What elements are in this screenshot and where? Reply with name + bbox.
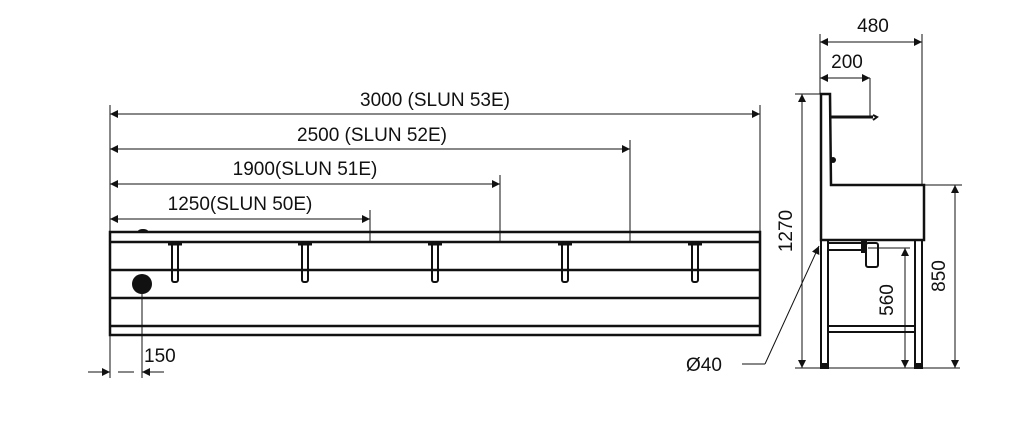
- drain-icon: [132, 274, 152, 294]
- tap: [558, 241, 572, 283]
- dim-3000-label: 3000 (SLUN 53E): [360, 90, 510, 111]
- dim-2500-label: 2500 (SLUN 52E): [297, 125, 447, 146]
- trough-body: [108, 229, 762, 337]
- dim-480-label: 480: [857, 16, 889, 37]
- front-view: 3000 (SLUN 53E) 2500 (SLUN 52E) 1900(SLU…: [88, 90, 762, 378]
- tap: [168, 241, 182, 283]
- side-dimension-lines: [742, 34, 962, 369]
- side-view: 480 200 1270 850 560 Ø40: [686, 16, 962, 376]
- dimension-lines: [88, 105, 761, 378]
- dim-850-label: 850: [929, 260, 950, 292]
- tap: [688, 241, 702, 283]
- dim-diameter-40-label: Ø40: [686, 355, 722, 376]
- dim-200-label: 200: [831, 52, 863, 73]
- tap: [298, 241, 312, 283]
- dim-1270-label: 1270: [776, 210, 797, 252]
- side-body: [819, 92, 926, 369]
- trap-icon: [865, 242, 879, 268]
- dim-1900-label: 1900(SLUN 51E): [233, 159, 378, 180]
- taps: [168, 241, 702, 283]
- dim-560-label: 560: [877, 284, 898, 316]
- dim-150-label: 150: [144, 346, 176, 367]
- dim-1250-label: 1250(SLUN 50E): [168, 194, 313, 215]
- tap: [428, 241, 442, 283]
